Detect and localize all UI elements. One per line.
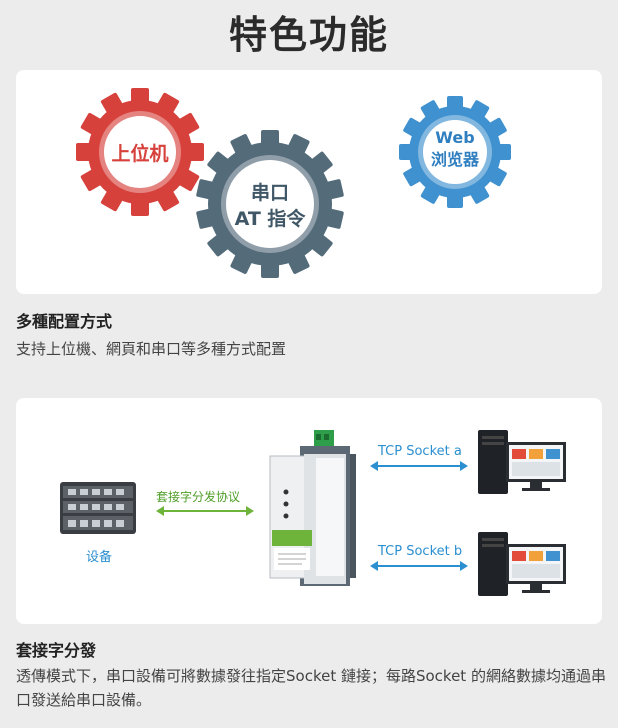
- gear-center-label-line2: AT 指令: [235, 207, 307, 230]
- socket-diagram-card: 设备 套接字分发协议 TCP Socket a TCP Socket b: [16, 398, 602, 624]
- pc-workstation-icon-a: [478, 430, 566, 494]
- blue-double-arrow-b: [370, 561, 468, 571]
- config-illustration-card: 上位机 串口 AT 指令 Web 浏览器: [16, 70, 602, 294]
- gears-illustration: 上位机 串口 AT 指令 Web 浏览器: [76, 88, 511, 278]
- gear-right-label-line2: 浏览器: [431, 150, 480, 169]
- blue-double-arrow-a: [370, 461, 468, 471]
- rack-server-icon: [60, 482, 136, 534]
- tcp-socket-b-label: TCP Socket b: [378, 544, 463, 559]
- gear-serial-at: [196, 130, 344, 278]
- device-label: 设备: [86, 550, 113, 565]
- green-double-arrow: [156, 506, 254, 516]
- section1-description: 支持上位機、網頁和串口等多種方式配置: [16, 340, 287, 358]
- gear-left-label: 上位机: [111, 142, 168, 165]
- serial-server-device: [269, 430, 356, 586]
- page-title: 特色功能: [228, 13, 389, 57]
- section2-title: 套接字分發: [16, 641, 97, 660]
- socket-diagram: [60, 430, 566, 596]
- section1-title: 多種配置方式: [16, 312, 113, 331]
- gear-center-label-line1: 串口: [251, 182, 289, 204]
- protocol-label: 套接字分发协议: [156, 490, 241, 504]
- tcp-socket-a-label: TCP Socket a: [378, 444, 462, 459]
- gear-web-browser: [399, 96, 511, 208]
- section2-description: 透傳模式下，串口設備可將數據發往指定Socket 鏈接；每路Socket 的網絡…: [16, 667, 606, 709]
- pc-workstation-icon-b: [478, 532, 566, 596]
- gear-right-label-line1: Web: [435, 128, 474, 147]
- gear-pc-software: [76, 88, 204, 216]
